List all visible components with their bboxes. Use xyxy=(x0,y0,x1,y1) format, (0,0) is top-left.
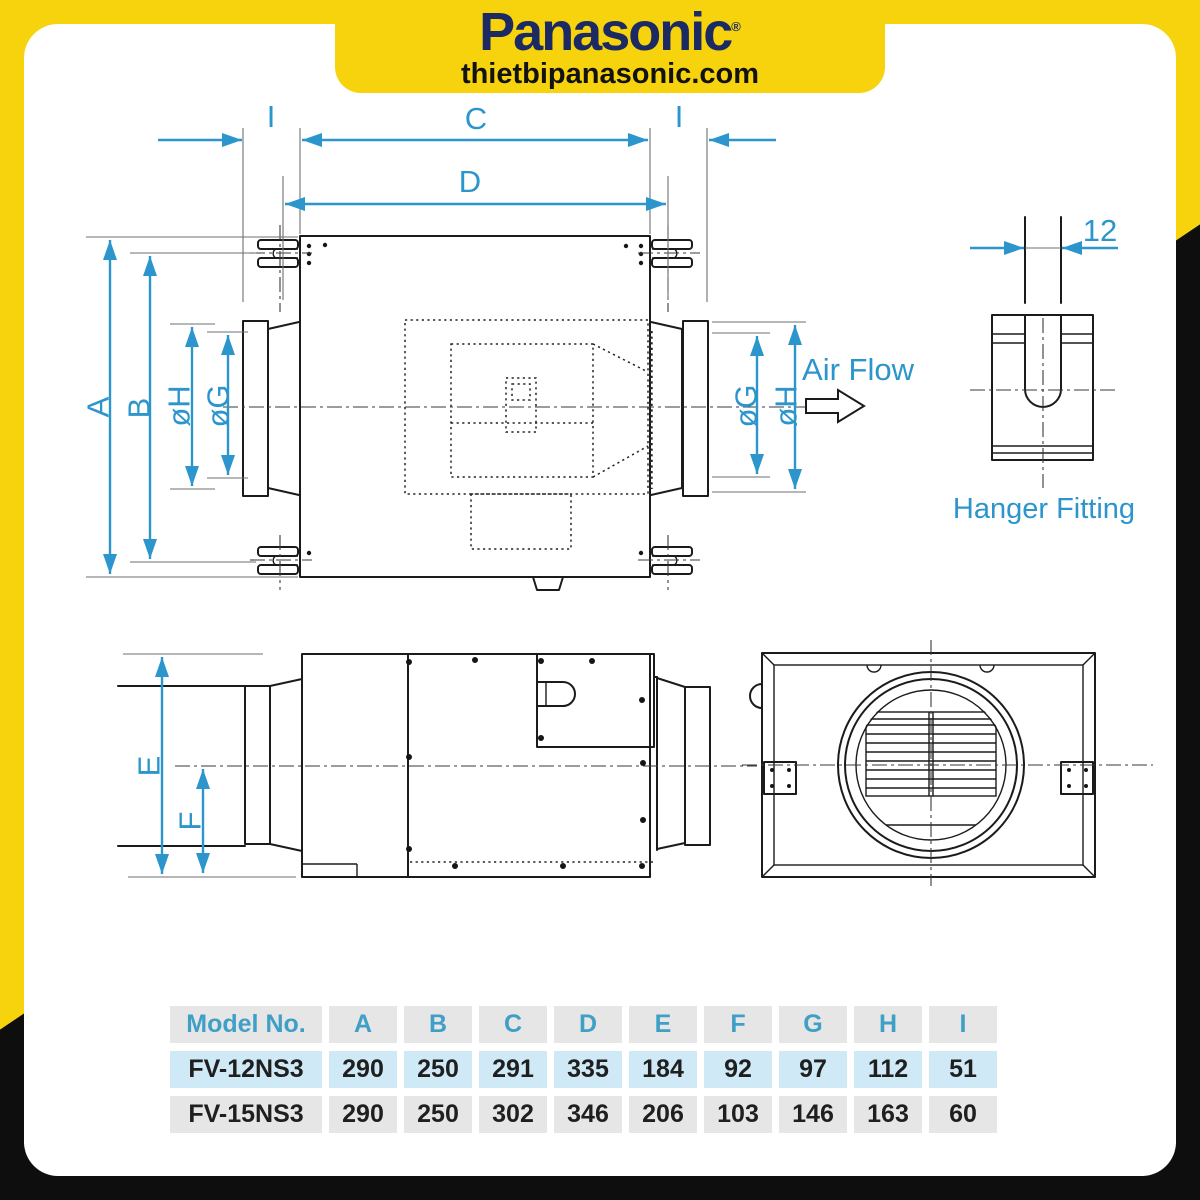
dim-label-a: A xyxy=(81,396,116,417)
side-view-drawing: E F xyxy=(117,653,757,878)
content-card xyxy=(24,24,1176,1176)
hanger-width-label: 12 xyxy=(1083,213,1117,248)
front-view-drawing xyxy=(742,640,1153,886)
dim-label-e: E xyxy=(132,756,167,777)
hidden-fan-assembly xyxy=(404,319,649,550)
dim-label-c: C xyxy=(465,101,487,136)
table-header-g: G xyxy=(779,1006,847,1043)
table-header-a: A xyxy=(329,1006,397,1043)
dim-label-i-left: I xyxy=(267,99,276,134)
dim-label-d: D xyxy=(459,164,481,199)
side-mount-bracket-right xyxy=(1060,761,1094,795)
table-cell: 206 xyxy=(629,1096,697,1133)
dim-label-f: F xyxy=(173,812,208,831)
table-header-d: D xyxy=(554,1006,622,1043)
table-cell: 291 xyxy=(479,1051,547,1088)
dim-label-og-left: øG xyxy=(201,384,236,427)
dim-label-i-right: I xyxy=(675,99,684,134)
table-cell: 163 xyxy=(854,1096,922,1133)
dim-label-b: B xyxy=(122,398,157,419)
website-text: thietbipanasonic.com xyxy=(460,58,760,90)
side-mount-bracket-left xyxy=(763,761,797,795)
table-header-model: Model No. xyxy=(170,1006,322,1043)
table-cell: 302 xyxy=(479,1096,547,1133)
airflow-label: Air Flow xyxy=(802,352,915,387)
hanger-fitting-caption: Hanger Fitting xyxy=(953,493,1135,525)
table-cell: 290 xyxy=(329,1051,397,1088)
table-cell: 250 xyxy=(404,1096,472,1133)
table-header-b: B xyxy=(404,1006,472,1043)
dimension-lines-top: I C I D xyxy=(158,99,776,302)
table-header-h: H xyxy=(854,1006,922,1043)
dimension-lines-left: A B øH øG xyxy=(81,236,298,578)
dim-label-og-right: øG xyxy=(729,384,764,427)
registered-mark-icon: ® xyxy=(731,19,741,34)
hanger-bracket-bottom-left xyxy=(257,546,299,575)
brand-banner: Panasonic® thietbipanasonic.com xyxy=(335,0,885,93)
table-cell: 51 xyxy=(929,1051,997,1088)
panasonic-logo: Panasonic® xyxy=(335,1,885,59)
airflow-arrow-icon xyxy=(805,388,866,424)
dim-label-oh-left: øH xyxy=(162,385,197,426)
table-header-f: F xyxy=(704,1006,772,1043)
table-cell: 146 xyxy=(779,1096,847,1133)
table-row-model: FV-12NS3 xyxy=(170,1051,322,1088)
logo-text: Panasonic xyxy=(479,2,733,62)
dimension-lines-right: øG øH Air Flow xyxy=(712,321,915,493)
dim-label-oh-right: øH xyxy=(769,385,804,426)
table-cell: 103 xyxy=(704,1096,772,1133)
table-cell: 184 xyxy=(629,1051,697,1088)
table-header-i: I xyxy=(929,1006,997,1043)
table-cell: 97 xyxy=(779,1051,847,1088)
top-view-drawing xyxy=(223,225,806,591)
table-row-model: FV-15NS3 xyxy=(170,1096,322,1133)
hanger-bracket-top-left xyxy=(257,239,299,268)
table-cell: 335 xyxy=(554,1051,622,1088)
table-cell: 346 xyxy=(554,1096,622,1133)
table-cell: 250 xyxy=(404,1051,472,1088)
table-header-e: E xyxy=(629,1006,697,1043)
dimension-table: Model No. A B C D E F G H I FV-12NS3 290… xyxy=(170,1006,997,1133)
hanger-fitting-detail: 12 Hanger Fitting xyxy=(953,213,1135,525)
table-cell: 60 xyxy=(929,1096,997,1133)
table-cell: 92 xyxy=(704,1051,772,1088)
table-cell: 290 xyxy=(329,1096,397,1133)
table-cell: 112 xyxy=(854,1051,922,1088)
table-header-c: C xyxy=(479,1006,547,1043)
